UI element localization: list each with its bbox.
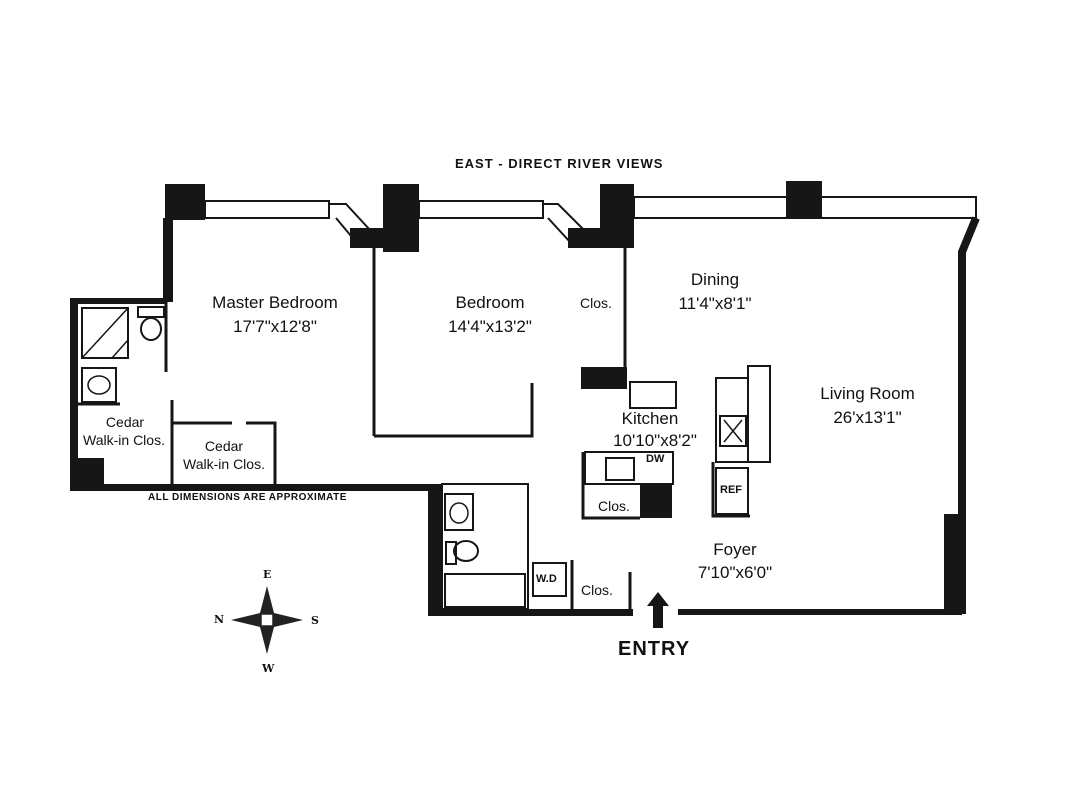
dining-dims: 11'4"x8'1"	[678, 294, 752, 313]
living-east-wall	[958, 216, 980, 614]
sink-2	[449, 502, 469, 524]
bedroom-south-wall	[374, 383, 534, 438]
column-4	[786, 181, 822, 218]
column-3	[600, 184, 634, 248]
shower-diagonal	[81, 307, 129, 359]
toilet-tank-1	[137, 306, 165, 318]
foyer-dims: 7'10"x6'0"	[697, 563, 773, 582]
shower	[81, 307, 129, 359]
cedar-closet-1-line2: Walk-in Clos.	[83, 432, 165, 448]
compass-south: S	[311, 614, 319, 627]
washer-dryer	[532, 562, 567, 597]
refrigerator	[715, 467, 749, 515]
kitchen-west-wall	[581, 452, 640, 520]
bay-corner-2	[568, 228, 604, 248]
bath-north-wall	[70, 298, 166, 304]
dining-label: Dining	[690, 270, 740, 289]
bottom-wall-right	[678, 609, 962, 615]
sink-1	[87, 375, 111, 395]
counter-island	[747, 365, 771, 463]
bedroom-label: Bedroom	[455, 293, 525, 312]
column-2	[383, 184, 419, 252]
bay-window-1	[329, 203, 372, 244]
cedar-closet-2-line2: Walk-in Clos.	[183, 456, 265, 472]
bath2-west-wall	[428, 484, 442, 616]
bottom-wall	[428, 609, 633, 616]
foyer-label: Foyer	[713, 540, 757, 559]
living-room-dims: 26'x13'1"	[833, 408, 902, 427]
kitchen-counter-top	[629, 381, 677, 409]
bedroom-closet-label: Clos.	[580, 295, 612, 311]
cooktop	[719, 415, 747, 447]
kitchen-east-wall	[711, 462, 750, 518]
cedar-closet-wall	[172, 421, 277, 484]
window-master	[204, 200, 330, 219]
compass-north: N	[214, 613, 225, 626]
master-bedroom-label: Master Bedroom	[212, 293, 338, 312]
master-bedroom-dims: 17'7"x12'8"	[233, 317, 317, 336]
toilet-bowl-2	[453, 540, 479, 562]
compass-west: W	[262, 662, 275, 675]
refrigerator-label: REF	[720, 484, 742, 496]
foyer-closet-label: Clos.	[581, 582, 613, 598]
bath-west-wall	[70, 298, 78, 490]
compass-rose	[231, 586, 303, 654]
kitchen-closet-label: Clos.	[598, 498, 630, 514]
bathtub	[444, 573, 526, 608]
bay-window-2	[543, 203, 586, 244]
river-view-label: EAST - DIRECT RIVER VIEWS	[455, 156, 664, 171]
kitchen-column	[581, 367, 627, 389]
kitchen-label: Kitchen	[621, 409, 679, 428]
bay-corner-1	[350, 228, 386, 248]
south-wall-left	[70, 484, 430, 491]
compass-east: E	[263, 568, 272, 581]
living-room-label: Living Room	[820, 384, 915, 403]
cedar-closet-1-line1: Cedar	[105, 414, 145, 430]
dishwasher-label: DW	[646, 453, 665, 465]
kitchen-closet-block	[640, 484, 672, 518]
master-west-wall	[163, 218, 173, 302]
column-1	[165, 184, 205, 220]
bath2-room	[441, 483, 529, 610]
kitchen-dims: 10'10"x8'2"	[613, 431, 697, 450]
toilet-tank-2	[445, 541, 457, 565]
bedroom-dims: 14'4"x13'2"	[448, 317, 532, 336]
entry-label: ENTRY	[618, 638, 691, 660]
vanity	[81, 367, 117, 403]
toilet-bowl-1	[140, 317, 162, 341]
window-living	[633, 196, 977, 219]
washer-dryer-label: W.D	[536, 573, 557, 585]
window-bedroom	[418, 200, 544, 219]
foyer-closet-wall	[570, 560, 632, 609]
dishwasher-counter	[584, 451, 674, 485]
vanity-2	[444, 493, 474, 531]
entry-arrow	[647, 592, 669, 628]
cedar-closet-2-line1: Cedar	[204, 438, 244, 454]
dimensions-note: ALL DIMENSIONS ARE APPROXIMATE	[148, 492, 347, 503]
cooktop-burners	[723, 419, 743, 443]
living-east-column	[944, 514, 962, 615]
kitchen-sink	[605, 457, 635, 481]
